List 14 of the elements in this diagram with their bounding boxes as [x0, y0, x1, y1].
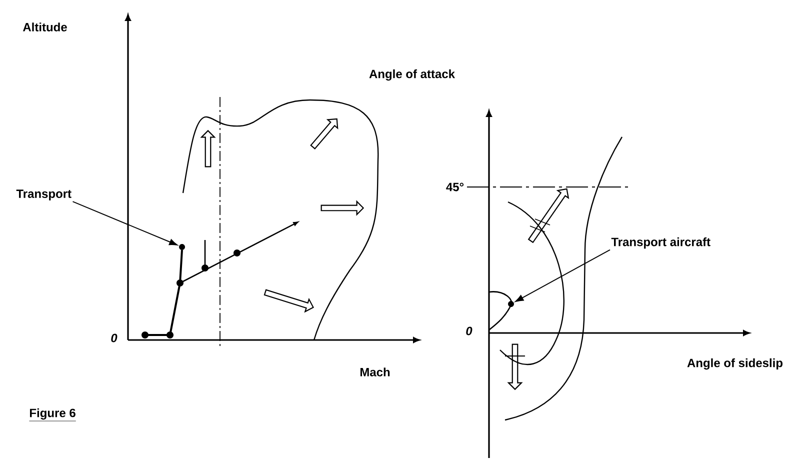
axis-label: Angle of attack — [369, 69, 455, 81]
axis-label: Angle of sideslip — [687, 358, 782, 370]
axis-label: Mach — [360, 368, 390, 376]
axis-label: 0 — [466, 326, 472, 336]
point-marker — [508, 301, 514, 307]
leader-text: Transport — [16, 190, 72, 200]
figure-caption: Figure 6 — [29, 408, 76, 422]
axis-label: 0 — [111, 334, 118, 342]
leader-line — [72, 201, 178, 246]
point-marker — [179, 244, 185, 250]
leader-text: Transport aircraft — [611, 237, 710, 249]
axis-label: 45° — [446, 182, 464, 192]
axis-label: Altitude — [22, 22, 67, 32]
leader-line — [515, 249, 610, 302]
